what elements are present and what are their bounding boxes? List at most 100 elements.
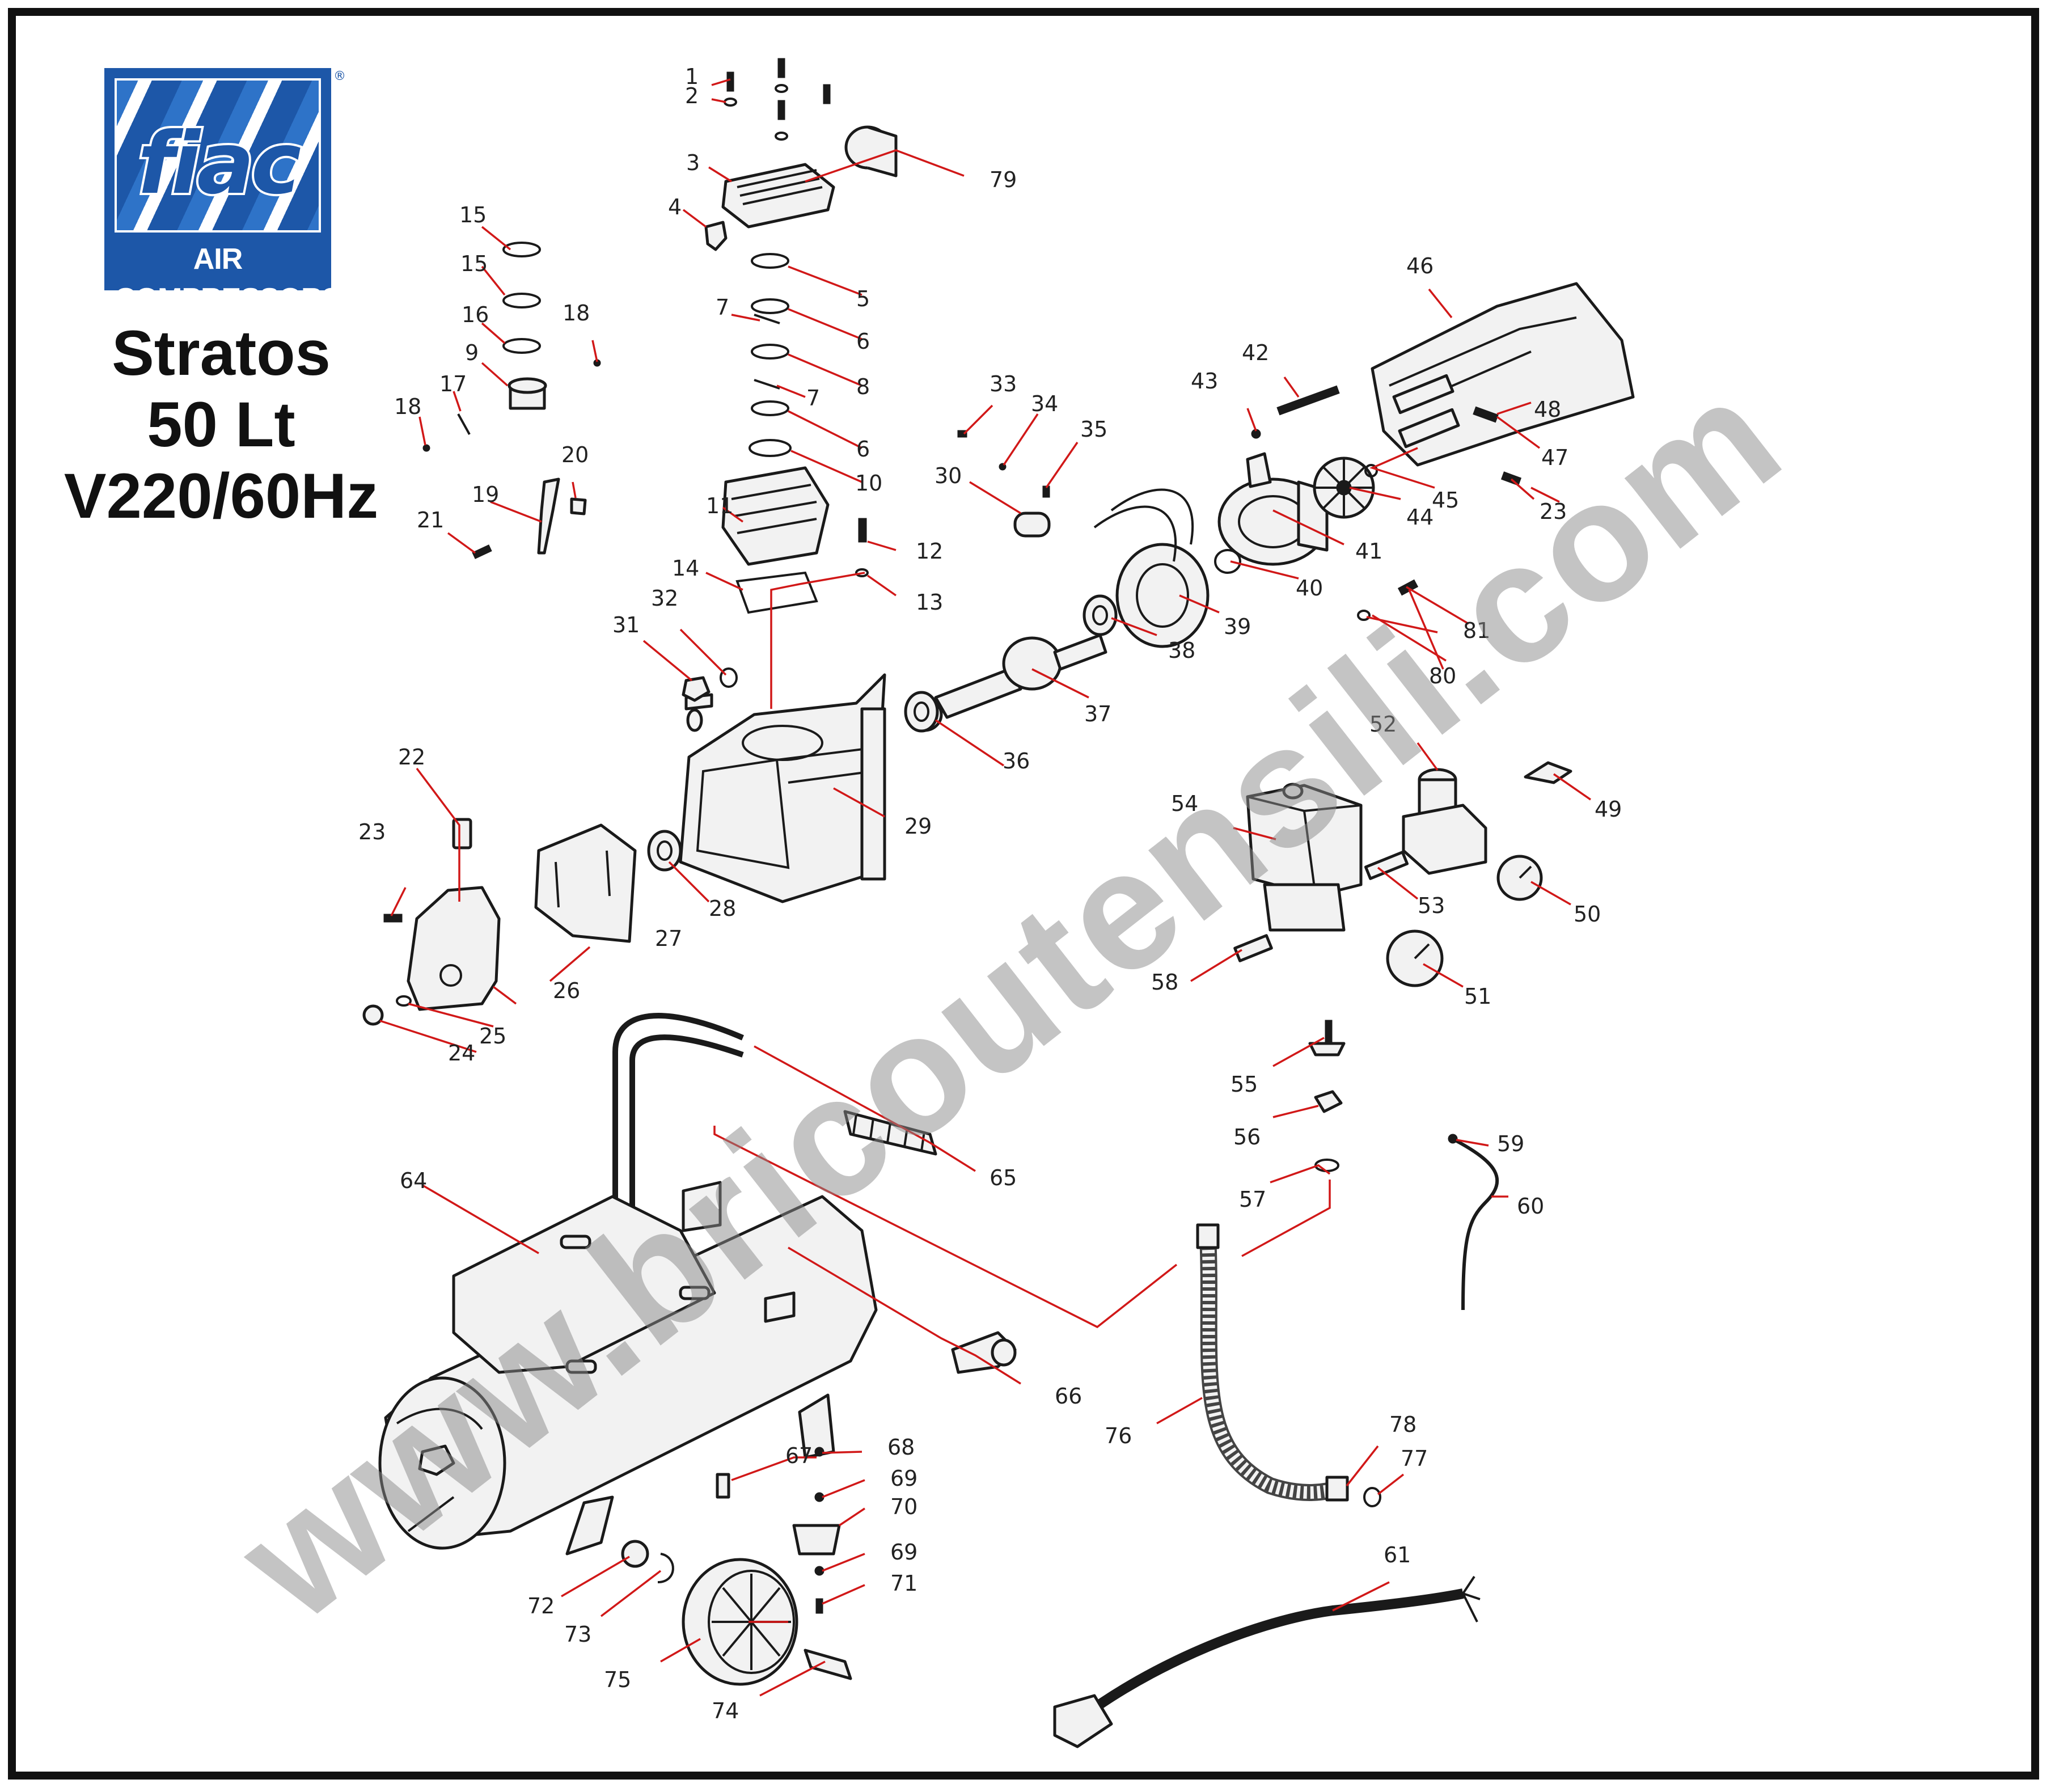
callout-65: 65 [990, 1165, 1017, 1190]
tank-handle-part [612, 1013, 744, 1236]
piston-group [422, 242, 601, 559]
callout-49: 49 [1595, 797, 1622, 822]
callout-34: 34 [1031, 391, 1058, 416]
callout-7a: 7 [716, 295, 729, 320]
callout-47: 47 [1541, 445, 1568, 470]
pressure-switch-part [1246, 783, 1363, 932]
callout-59: 59 [1497, 1131, 1524, 1156]
fiac-logo: fiac AIR COMPRESSORS [104, 68, 341, 315]
callout-7b: 7 [806, 386, 820, 411]
callout-74: 74 [712, 1698, 739, 1723]
callout-28: 28 [709, 896, 736, 921]
valve-plate-gaskets [749, 253, 792, 457]
callout-79: 79 [990, 167, 1017, 192]
callout-69a: 69 [890, 1466, 917, 1491]
callout-16: 16 [462, 302, 489, 327]
callout-37: 37 [1084, 701, 1111, 726]
callout-12: 12 [916, 539, 943, 564]
cylinder-part [721, 466, 830, 566]
callout-50: 50 [1574, 902, 1601, 927]
callout-15a: 15 [459, 202, 487, 227]
callout-64: 64 [400, 1168, 427, 1193]
callout-18b: 18 [394, 394, 421, 419]
callout-5: 5 [856, 286, 870, 311]
callout-56: 56 [1233, 1125, 1261, 1149]
callout-76: 76 [1105, 1423, 1132, 1448]
check-valve-part [951, 1331, 1017, 1374]
callout-23a: 23 [358, 819, 386, 844]
callout-21: 21 [417, 508, 444, 532]
callout-24: 24 [448, 1041, 475, 1066]
head-bolts [724, 58, 831, 141]
callout-20: 20 [561, 442, 589, 467]
callout-2: 2 [685, 83, 699, 108]
callout-17: 17 [439, 371, 467, 396]
callout-67: 67 [785, 1443, 813, 1468]
callout-71: 71 [890, 1571, 917, 1596]
callout-81: 81 [1463, 618, 1490, 643]
model-voltage: V220/60Hz [64, 460, 379, 531]
callout-52: 52 [1369, 712, 1397, 737]
motor-bracket-part [1214, 452, 1329, 574]
callout-29: 29 [904, 814, 932, 839]
callout-45: 45 [1432, 488, 1459, 513]
callout-54: 54 [1171, 791, 1198, 816]
callout-9: 9 [465, 340, 479, 365]
callout-61: 61 [1384, 1542, 1411, 1567]
side-cover-part [534, 823, 637, 943]
callout-25: 25 [479, 1024, 506, 1049]
wheel-part [682, 1558, 852, 1686]
cylinder-head-part [721, 163, 835, 229]
callout-8: 8 [856, 374, 870, 399]
capacitor-part [957, 430, 1051, 538]
cooling-fan-part [1313, 457, 1378, 519]
callout-68: 68 [887, 1435, 915, 1460]
callout-80: 80 [1429, 663, 1456, 688]
elbow-fitting-part [704, 221, 728, 251]
air-filter-part [844, 125, 898, 177]
callout-69b: 69 [890, 1540, 917, 1565]
callout-41: 41 [1355, 539, 1382, 564]
callout-35: 35 [1080, 417, 1107, 442]
model-capacity: 50 Lt [147, 389, 295, 460]
callout-labels: 1 2 3 4 5 6 6 7 7 8 9 10 11 12 13 14 15 … [358, 64, 1622, 1723]
callout-75: 75 [604, 1667, 631, 1692]
callout-39: 39 [1224, 614, 1251, 639]
logo-stripes: fiac [115, 78, 321, 233]
callout-26: 26 [553, 978, 580, 1003]
crankcase-part [679, 673, 886, 903]
pressure-regulator-part [1402, 768, 1487, 875]
callout-36: 36 [1003, 749, 1030, 774]
callout-4: 4 [668, 195, 682, 219]
callout-27: 27 [655, 926, 682, 951]
callout-15b: 15 [460, 251, 488, 276]
delivery-hose-part [1196, 1223, 1381, 1507]
callout-40: 40 [1296, 576, 1323, 601]
cylinder-gasket-part [735, 518, 869, 614]
callout-6b: 6 [856, 437, 870, 462]
callout-73: 73 [564, 1622, 591, 1647]
motor-screws [1251, 385, 1522, 621]
model-title: Stratos 50 Lt V220/60Hz [45, 318, 397, 532]
logo-tagline: AIR COMPRESSORS [115, 239, 341, 315]
bearings [647, 594, 1118, 872]
callout-53: 53 [1418, 893, 1445, 918]
registered-mark: ® [333, 69, 346, 83]
callout-38: 38 [1168, 638, 1195, 663]
callout-22: 22 [398, 745, 425, 770]
callout-48: 48 [1534, 397, 1561, 422]
callout-43: 43 [1191, 369, 1218, 394]
callout-30: 30 [935, 463, 962, 488]
callout-33: 33 [990, 371, 1017, 396]
callout-31: 31 [612, 612, 640, 637]
callout-18a: 18 [563, 301, 590, 326]
drain-and-feet-parts [621, 1447, 841, 1614]
fan-cover-part [1371, 282, 1635, 467]
callout-14: 14 [672, 556, 699, 581]
tank-mount-bracket-part [452, 1195, 716, 1374]
crank-end-cover-part [362, 818, 501, 1026]
callout-77: 77 [1401, 1446, 1428, 1471]
callout-66: 66 [1055, 1384, 1082, 1409]
callout-44: 44 [1406, 505, 1434, 530]
